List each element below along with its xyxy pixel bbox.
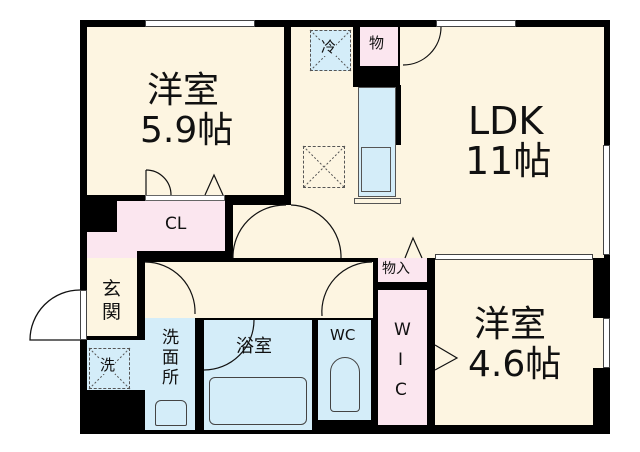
washer-label: 洗 [100,356,116,374]
western-room-5-9 [87,27,284,195]
kitchen-sink [361,147,391,192]
shoe-cabinet [87,232,137,258]
ldk-hall-opening [233,205,291,258]
entrance-door[interactable] [80,290,87,340]
ldk-name: LDK [468,99,544,143]
entrance-label-1: 玄 [102,278,122,300]
western-room-4-6 [435,260,593,425]
window-top-left [145,20,255,27]
toilet-bowl [330,357,360,412]
storage [378,258,427,282]
western-room-2-size: 4.6帖 [468,344,562,385]
toilet-label: WC [330,326,356,344]
western-room-4-6-window-bay [593,318,604,368]
entrance [87,258,137,336]
entrance-door-swing-icon [29,289,81,341]
washroom-label-1: 洗 [162,328,179,348]
hallway [145,262,373,318]
fridge-label: 冷 [321,38,337,56]
closet-door-track [145,195,225,201]
closet-label: CL [165,214,187,234]
window-right-room [603,318,610,368]
ldk-size: 11帖 [465,139,552,183]
walk-in-closet [378,290,427,425]
wic-label-w: W [394,320,411,340]
counter-base [354,198,401,204]
western-room-1-size: 5.9帖 [140,110,234,151]
wic-label-c: C [395,380,407,400]
sliding-door-track [435,254,593,260]
dining-cross-icon [302,145,346,189]
kitchen-counter [358,87,396,197]
bathtub [209,377,307,425]
entrance-label-2: 関 [102,301,122,323]
window-right-ldk [603,145,610,255]
storage-label: 物入 [382,261,410,277]
washroom-label-3: 所 [162,368,179,388]
counter-back-wall [395,85,401,145]
storage-small-label: 物 [369,34,385,52]
western-room-1-name: 洋室 [147,70,220,111]
washroom-label-2: 面 [162,348,179,368]
storage-small [360,27,398,66]
dining-table-space [303,146,345,188]
bathroom-label: 浴室 [236,336,272,357]
window-top-right [436,20,516,27]
western-room-2-name: 洋室 [474,304,547,345]
wic-label-i: I [398,350,404,370]
bathroom [204,320,312,430]
wash-basin [155,400,187,426]
